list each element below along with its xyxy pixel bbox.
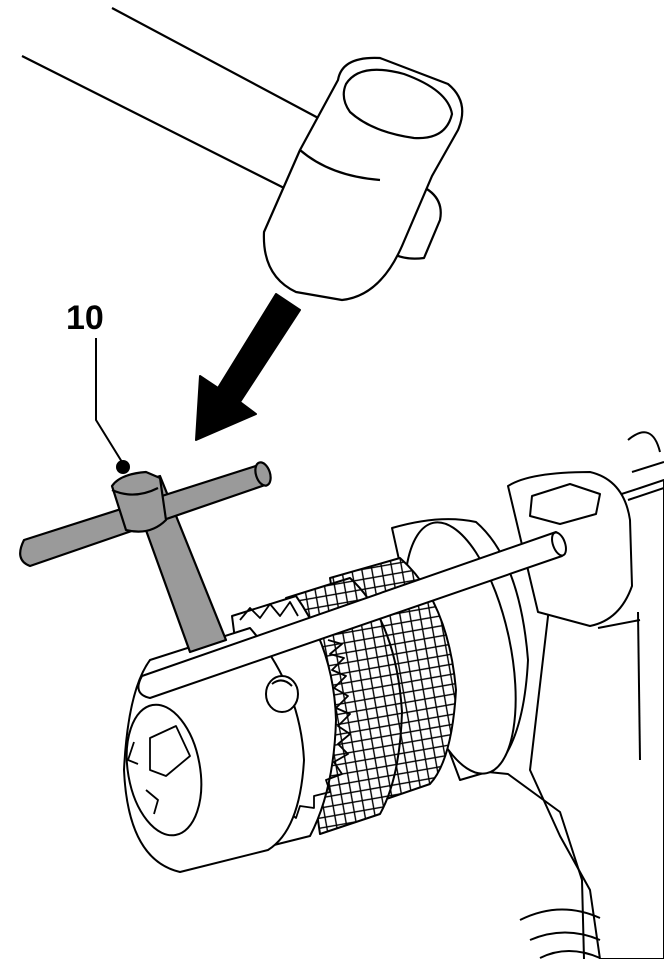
hex-bolt-icon <box>529 483 601 525</box>
hammer-handle <box>21 7 324 198</box>
t-handle-chuck-key-icon <box>19 461 272 654</box>
hammer-face <box>342 68 454 140</box>
callout-leader <box>95 338 130 474</box>
leader-dot <box>116 460 130 474</box>
drill-rod <box>137 531 567 699</box>
callout-number-label: 10 <box>66 299 104 337</box>
key-hub <box>110 470 168 533</box>
arrow-down-left-icon <box>195 293 301 441</box>
hammer-icon <box>21 7 464 302</box>
drill-body <box>467 431 664 959</box>
